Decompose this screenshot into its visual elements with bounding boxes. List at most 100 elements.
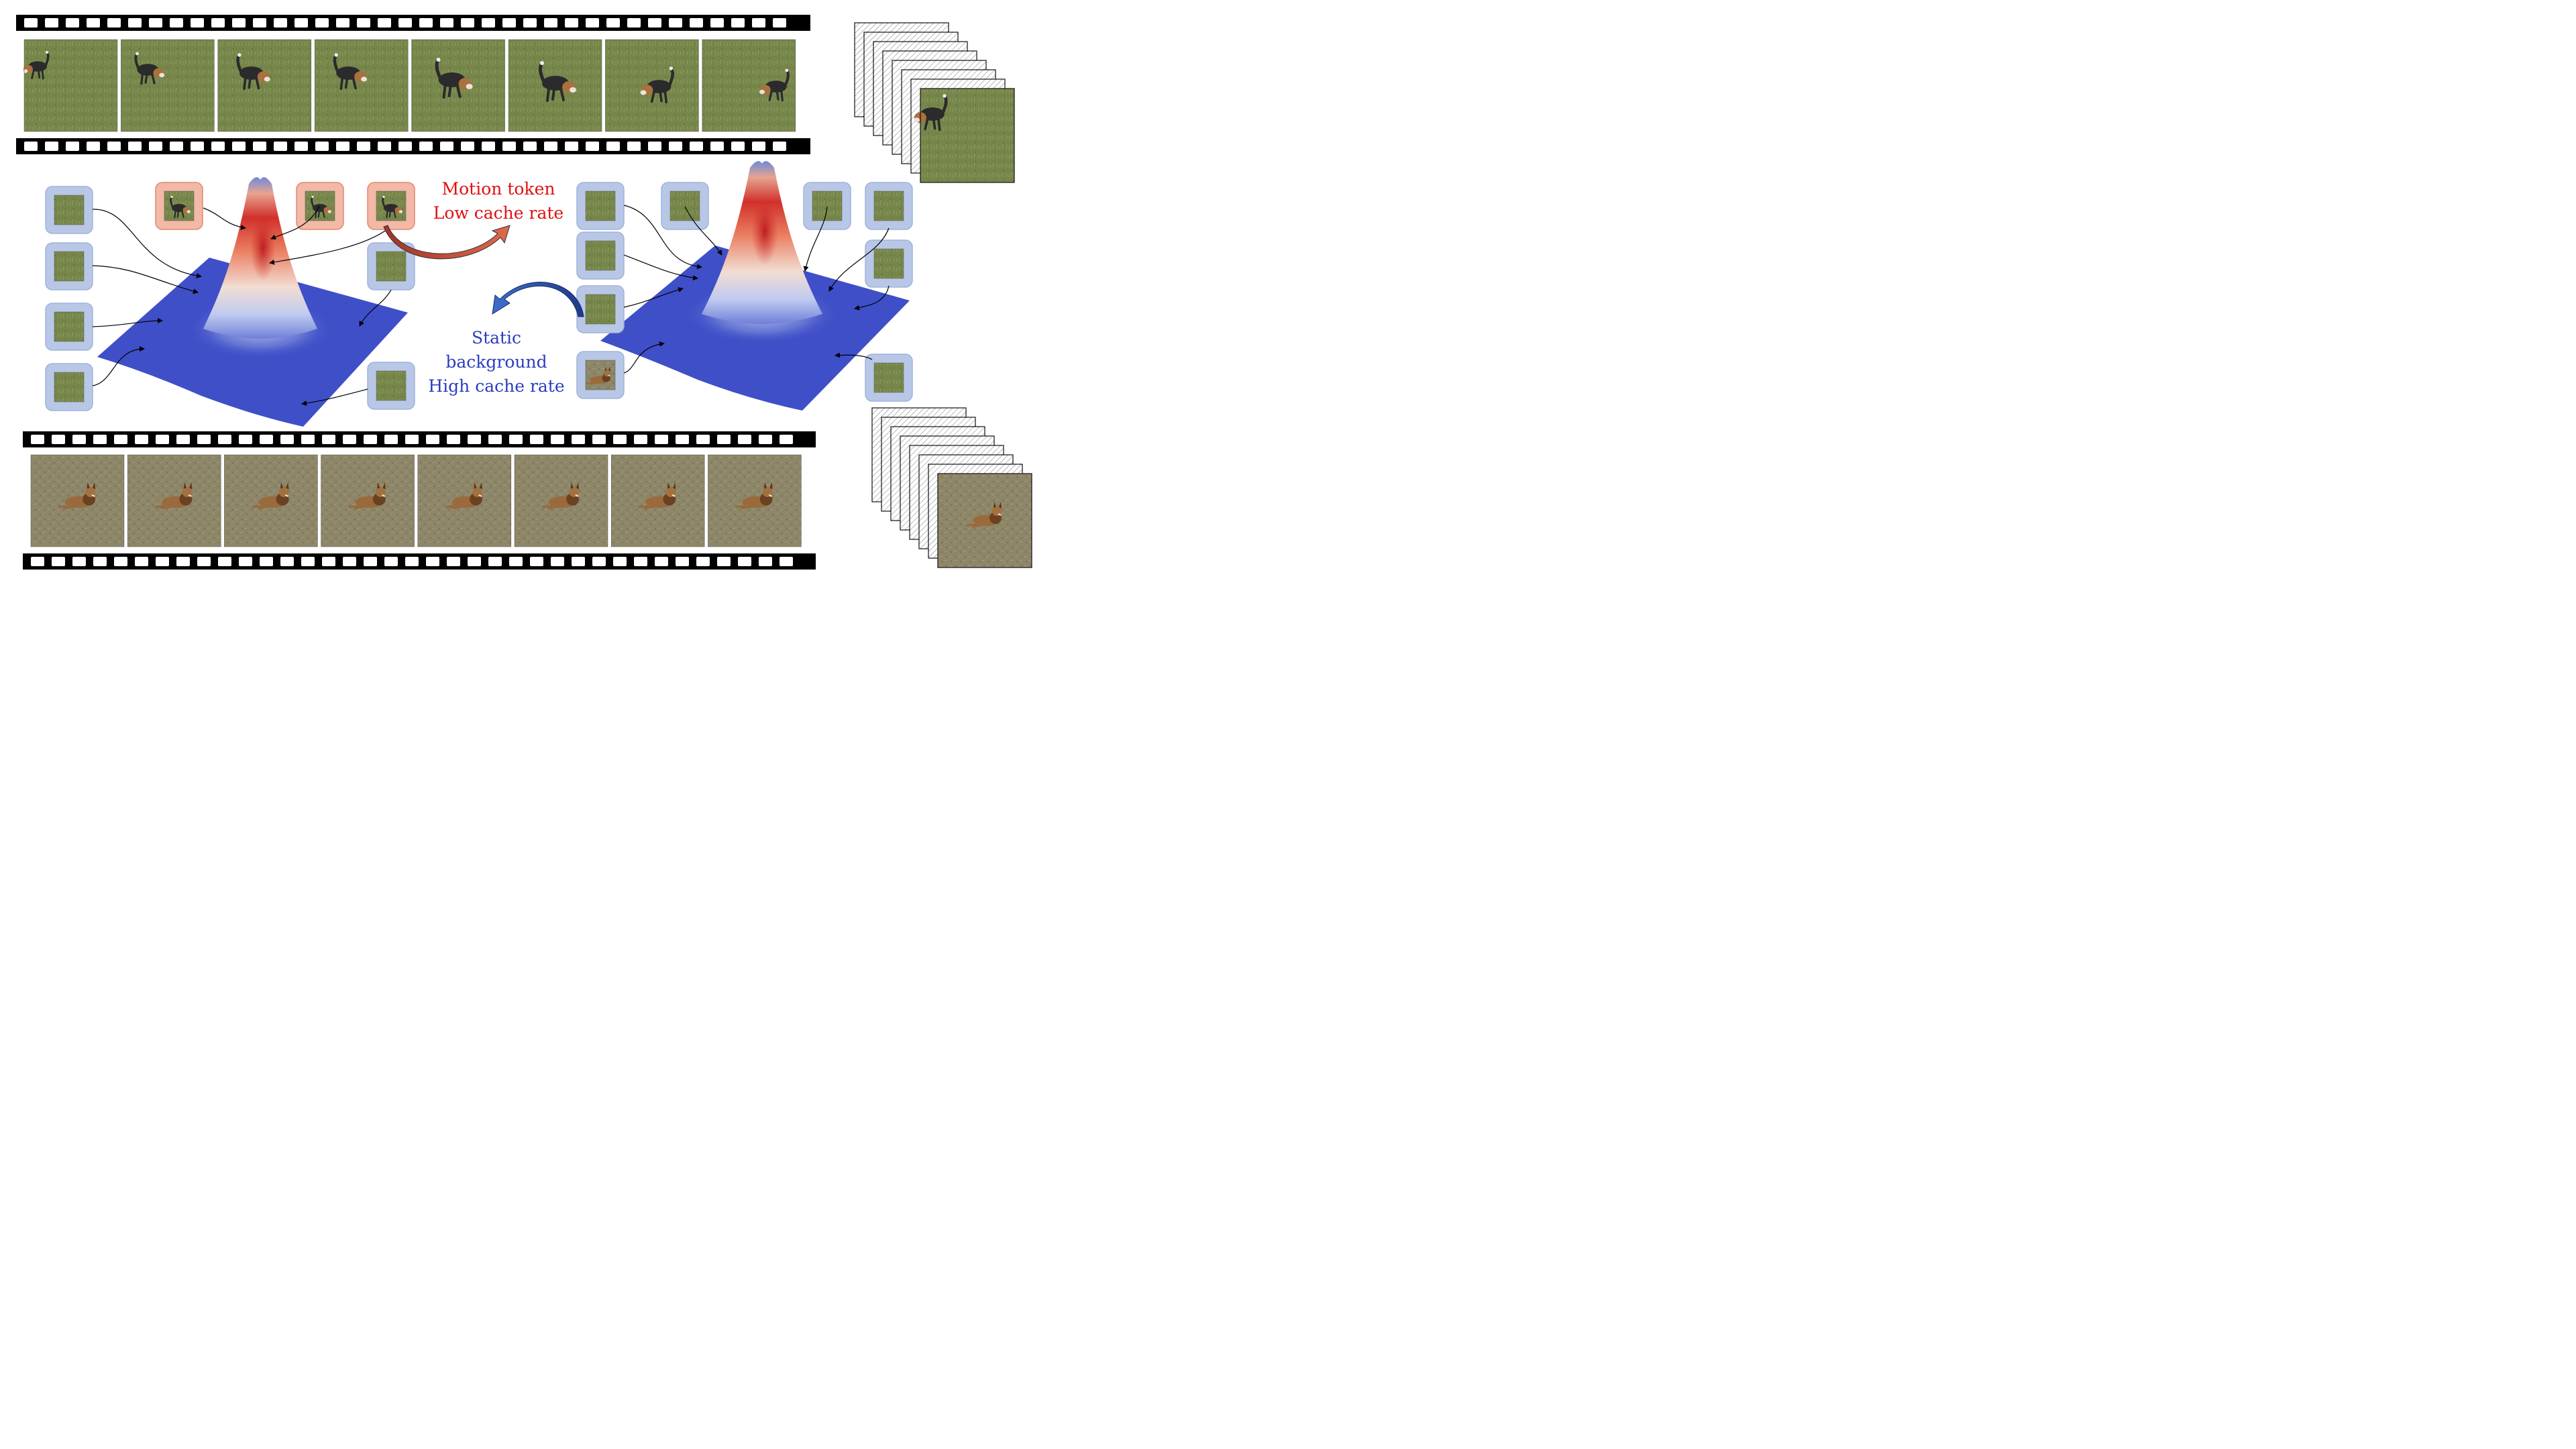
film-hole bbox=[301, 435, 315, 444]
frame-border bbox=[217, 39, 312, 132]
frame-background bbox=[812, 191, 842, 221]
frame-background bbox=[54, 195, 84, 225]
film-hole bbox=[260, 435, 273, 444]
static-line3: High cache rate bbox=[428, 376, 565, 396]
token-patch bbox=[54, 251, 85, 282]
film-hole bbox=[488, 435, 502, 444]
film-hole bbox=[502, 142, 516, 151]
top-video-frame bbox=[23, 39, 118, 132]
film-hole bbox=[357, 142, 370, 151]
film-hole bbox=[253, 18, 266, 28]
film-hole bbox=[752, 18, 765, 28]
film-hole bbox=[419, 142, 433, 151]
film-hole bbox=[586, 142, 599, 151]
film-hole bbox=[24, 142, 38, 151]
film-hole bbox=[572, 435, 585, 444]
film-hole bbox=[606, 18, 620, 28]
bottom-video-frame bbox=[514, 454, 608, 547]
film-hole bbox=[447, 435, 460, 444]
film-hole bbox=[482, 18, 495, 28]
frame-border bbox=[605, 39, 699, 132]
film-hole bbox=[364, 435, 377, 444]
top-video-frame bbox=[702, 39, 796, 132]
frame-border bbox=[23, 39, 118, 132]
film-hole bbox=[93, 435, 107, 444]
film-hole bbox=[87, 142, 100, 151]
dog-icon bbox=[966, 502, 1002, 528]
token-patch bbox=[873, 362, 904, 393]
dog-icon bbox=[134, 52, 165, 85]
film-hole bbox=[176, 557, 190, 566]
connector-arrow bbox=[623, 287, 684, 308]
static-line1: Static bbox=[471, 328, 522, 347]
frame-border bbox=[376, 251, 407, 282]
token-patch bbox=[305, 191, 335, 221]
static-token-box bbox=[45, 186, 93, 234]
film-hole bbox=[31, 557, 44, 566]
bottom-video-frame bbox=[321, 454, 415, 547]
film-hole bbox=[114, 435, 127, 444]
frame-background bbox=[217, 40, 311, 131]
film-hole bbox=[696, 557, 710, 566]
bottom-video-frame bbox=[417, 454, 512, 547]
film-hole bbox=[239, 557, 252, 566]
film-hole bbox=[398, 18, 412, 28]
token-patch bbox=[585, 240, 616, 271]
static-token-box bbox=[865, 182, 913, 230]
frame-border bbox=[873, 248, 904, 279]
peak-core bbox=[250, 214, 276, 281]
bottom-film-strip-upper bbox=[23, 431, 816, 447]
frame-background bbox=[315, 40, 409, 131]
film-hole bbox=[301, 557, 315, 566]
frame-border bbox=[305, 191, 335, 221]
film-hole bbox=[648, 142, 661, 151]
dog-icon bbox=[640, 66, 674, 104]
frame-border bbox=[708, 454, 802, 547]
film-hole bbox=[551, 557, 564, 566]
film-hole bbox=[191, 18, 204, 28]
film-hole bbox=[586, 18, 599, 28]
dog-icon bbox=[445, 482, 482, 510]
top-video-frame bbox=[605, 39, 699, 132]
motion-token-line1: Motion token bbox=[441, 179, 555, 199]
film-hole bbox=[52, 557, 65, 566]
film-hole bbox=[315, 18, 329, 28]
film-hole bbox=[690, 142, 703, 151]
film-hole bbox=[676, 557, 689, 566]
frame-border bbox=[937, 473, 1032, 568]
connector-arrow bbox=[828, 227, 890, 292]
token-patch bbox=[585, 294, 616, 325]
connector-arrow bbox=[92, 265, 199, 294]
film-hole bbox=[544, 142, 557, 151]
film-hole bbox=[72, 435, 86, 444]
film-hole bbox=[274, 142, 287, 151]
film-hole bbox=[613, 557, 627, 566]
film-hole bbox=[343, 557, 356, 566]
film-hole bbox=[752, 142, 765, 151]
token-patch bbox=[376, 251, 407, 282]
film-hole bbox=[197, 435, 211, 444]
film-hole bbox=[218, 557, 231, 566]
film-hole bbox=[461, 142, 474, 151]
film-hole bbox=[149, 142, 162, 151]
static-token-box bbox=[865, 239, 913, 288]
frame-border bbox=[514, 454, 608, 547]
film-hole bbox=[717, 435, 731, 444]
frame-background bbox=[586, 191, 615, 221]
frame-border bbox=[54, 311, 85, 342]
stack-front-frame bbox=[937, 473, 1032, 568]
film-hole bbox=[530, 557, 543, 566]
film-hole bbox=[24, 18, 38, 28]
connector-arrow bbox=[269, 227, 390, 265]
film-hole bbox=[197, 557, 211, 566]
film-hole bbox=[191, 142, 204, 151]
frame-border bbox=[164, 191, 195, 221]
film-hole bbox=[87, 18, 100, 28]
static-token-box bbox=[865, 354, 913, 402]
dog-icon bbox=[58, 482, 96, 510]
film-hole bbox=[398, 142, 412, 151]
peak-core bbox=[751, 198, 779, 265]
film-hole bbox=[634, 435, 647, 444]
film-hole bbox=[468, 557, 481, 566]
film-hole bbox=[218, 435, 231, 444]
